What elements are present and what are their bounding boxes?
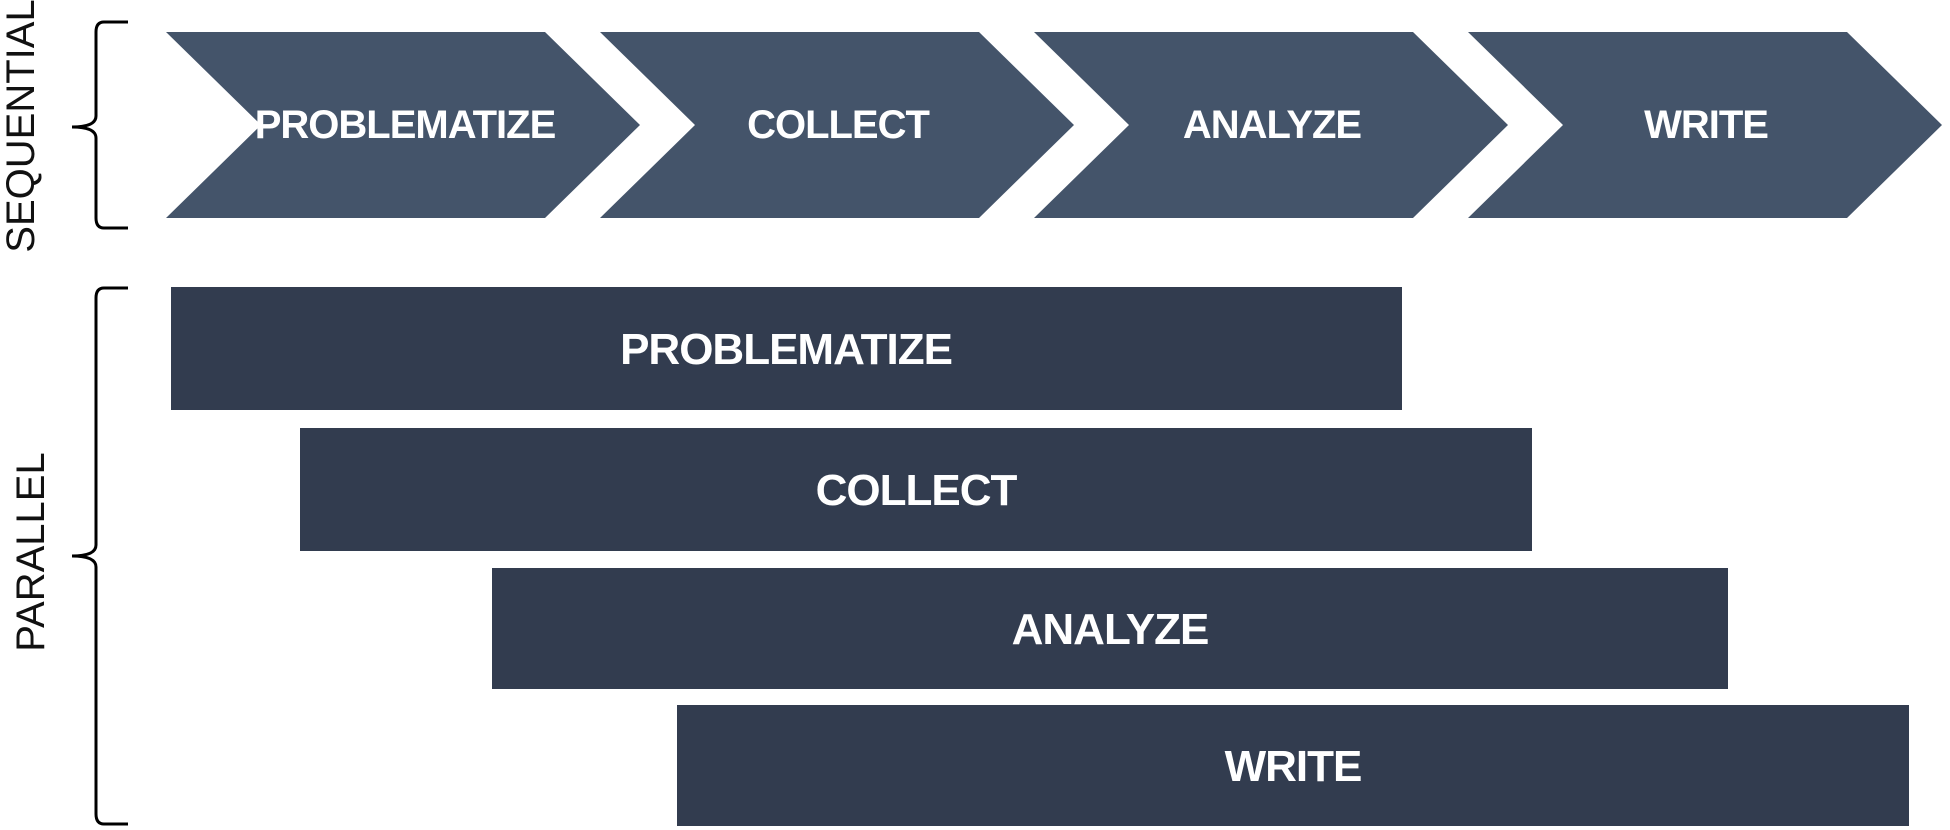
parallel-bracket: [71, 286, 128, 826]
bar-label: WRITE: [1225, 742, 1362, 791]
parallel-label: PARALLEL: [9, 452, 53, 651]
chevron-shape: [1034, 32, 1508, 218]
sequential-label: SEQUENTIAL: [0, 0, 43, 253]
bar-shape: [677, 705, 1909, 826]
bar-problematize: PROBLEMATIZE: [171, 287, 1402, 410]
chevron-analyze: ANALYZE: [1034, 32, 1508, 218]
chevron-label: WRITE: [1644, 103, 1768, 147]
bar-write: WRITE: [677, 705, 1909, 826]
chevron-label: ANALYZE: [1183, 103, 1362, 147]
sequential-bracket: [71, 20, 128, 230]
chevron-write: WRITE: [1468, 32, 1942, 218]
bar-label: PROBLEMATIZE: [620, 325, 952, 374]
bar-analyze: ANALYZE: [492, 568, 1728, 689]
chevron-shape: [600, 32, 1074, 218]
bar-collect: COLLECT: [300, 428, 1532, 551]
chevron-collect: COLLECT: [600, 32, 1074, 218]
parallel-section: PARALLEL PROBLEMATIZE COLLECT ANALYZE WR…: [9, 286, 1909, 826]
chevron-label: COLLECT: [747, 103, 929, 147]
sequential-section: SEQUENTIAL PROBLEMATIZE COLLECT ANALYZE …: [0, 0, 1942, 253]
chevron-shape: [1468, 32, 1942, 218]
bar-shape: [171, 287, 1402, 410]
bar-label: COLLECT: [816, 466, 1018, 515]
chevron-label: PROBLEMATIZE: [255, 103, 556, 147]
chevron-shape: [166, 32, 640, 218]
bar-shape: [300, 428, 1532, 551]
bar-shape: [492, 568, 1728, 689]
bar-label: ANALYZE: [1012, 605, 1209, 654]
chevron-problematize: PROBLEMATIZE: [166, 32, 640, 218]
